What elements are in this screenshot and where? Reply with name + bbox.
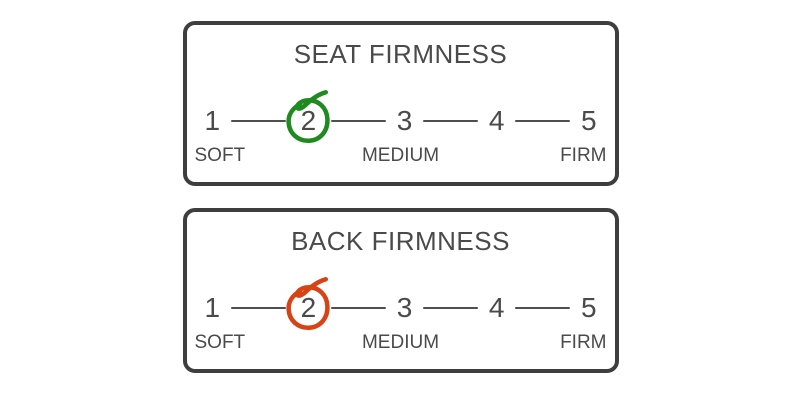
scale-value-label: 2	[300, 105, 317, 136]
scale-connector	[231, 307, 286, 309]
scale-value-3: 3	[396, 105, 413, 136]
scale-label-medium: MEDIUM	[361, 145, 440, 166]
scale-connector	[331, 120, 386, 122]
scale-value-3: 3	[396, 292, 413, 323]
scale-value-1: 1	[204, 292, 221, 323]
scale-connector	[331, 307, 386, 309]
scale-value-4: 4	[488, 105, 505, 136]
scale-label-firm: FIRM	[560, 145, 607, 166]
scale-value-label: 2	[300, 292, 317, 323]
scale-label-firm: FIRM	[560, 332, 607, 353]
scale-connector	[515, 307, 570, 309]
panel-title: SEAT FIRMNESS	[293, 39, 508, 69]
back-firmness-card: BACK FIRMNESS 1 2 3 4 5 SOFT MEDIUM FIRM	[182, 208, 619, 373]
scale-value-1: 1	[204, 105, 221, 136]
scale-value-2-circled: 2	[286, 277, 331, 330]
panel-title: BACK FIRMNESS	[291, 226, 510, 256]
scale-value-5: 5	[580, 292, 597, 323]
scale-label-medium: MEDIUM	[361, 332, 440, 353]
scale-label-soft: SOFT	[194, 332, 246, 353]
scale-labels: SOFT MEDIUM FIRM	[195, 145, 607, 167]
scale-connector	[231, 120, 286, 122]
seat-firmness-card: SEAT FIRMNESS 1 2 3 4 5 SOFT MEDIUM FIRM	[182, 21, 619, 186]
scale-value-5: 5	[580, 105, 597, 136]
scale-value-2-circled: 2	[286, 90, 331, 143]
scale-label-soft: SOFT	[194, 145, 246, 166]
scale-connector	[515, 120, 570, 122]
scale-connector	[423, 120, 478, 122]
scale-value-4: 4	[488, 292, 505, 323]
scale-connector	[423, 307, 478, 309]
scale-labels: SOFT MEDIUM FIRM	[195, 332, 607, 354]
firmness-scale: 1 2 3 4 5	[203, 90, 599, 143]
firmness-scale: 1 2 3 4 5	[203, 277, 599, 330]
